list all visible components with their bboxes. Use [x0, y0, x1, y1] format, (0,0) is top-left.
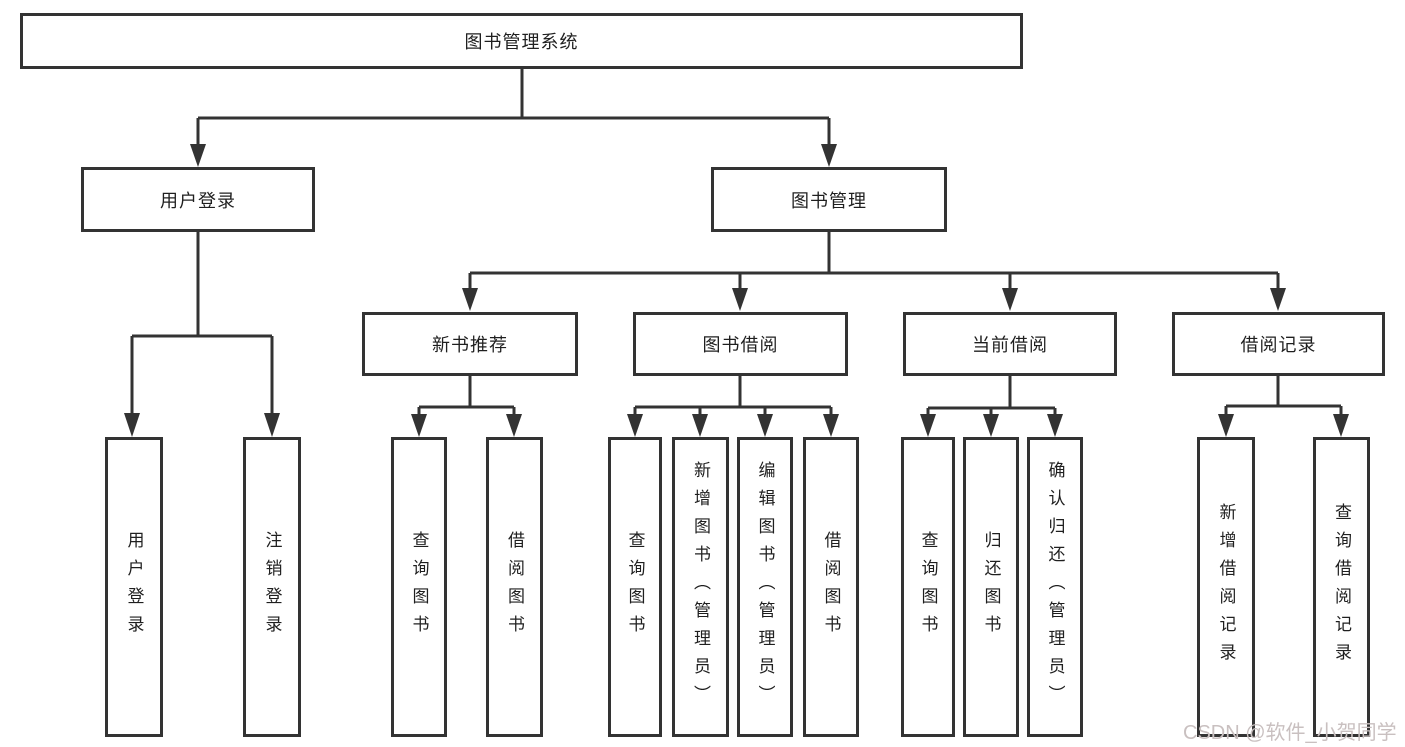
node-label: 图书借阅	[702, 335, 779, 355]
arrow-down-icon	[1270, 288, 1286, 311]
arrow-down-icon	[1218, 414, 1234, 437]
node-label: 用户登录	[160, 190, 236, 211]
connector-new-book-recommendation-children	[411, 376, 522, 437]
arrow-down-icon	[823, 414, 839, 437]
arrow-down-icon	[627, 414, 643, 437]
leaf-user-login: 用户登录	[105, 437, 163, 737]
node-label: 查询图书	[409, 531, 429, 643]
node-label: 确认归还（管理员）	[1045, 461, 1065, 713]
leaf-borrow-books-recommendation: 借阅图书	[486, 437, 543, 737]
arrow-down-icon	[506, 414, 522, 437]
leaf-add-books-admin: 新增图书（管理员）	[672, 437, 729, 737]
arrow-down-icon	[1333, 414, 1349, 437]
node-label: 借阅记录	[1240, 335, 1317, 355]
connector-current-borrowing-children	[920, 376, 1063, 437]
node-label: 借阅图书	[505, 531, 524, 643]
csdn-watermark: CSDN @软件_小贺同学	[1183, 722, 1397, 744]
arrow-down-icon	[1002, 288, 1018, 311]
connector-borrowing-records-children	[1218, 376, 1349, 437]
node-label: 用户登录	[124, 531, 144, 643]
node-label: 新增图书（管理员）	[691, 461, 710, 713]
node-label: 查询图书	[625, 531, 645, 643]
arrow-down-icon	[264, 413, 280, 437]
arrow-down-icon	[692, 414, 708, 437]
node-book-borrowing: 图书借阅	[633, 312, 848, 376]
node-label: 新增借阅记录	[1216, 503, 1236, 671]
node-label: 新书推荐	[432, 335, 508, 355]
node-label: 编辑图书（管理员）	[755, 461, 775, 713]
node-current-borrowing: 当前借阅	[903, 312, 1117, 376]
leaf-search-books-recommendation: 查询图书	[391, 437, 447, 737]
leaf-search-books-current: 查询图书	[901, 437, 955, 737]
arrow-down-icon	[821, 144, 837, 167]
leaf-edit-books-admin: 编辑图书（管理员）	[737, 437, 793, 737]
node-label: 借阅图书	[821, 531, 841, 643]
leaf-logout: 注销登录	[243, 437, 301, 737]
arrow-down-icon	[983, 414, 999, 437]
node-label: 图书管理系统	[464, 32, 579, 52]
arrow-down-icon	[757, 414, 773, 437]
node-label: 查询图书	[918, 531, 938, 643]
connector-book-borrowing-children	[627, 376, 839, 437]
node-label: 图书管理	[791, 190, 867, 211]
node-label: 注销登录	[262, 531, 282, 643]
node-label: 归还图书	[981, 531, 1001, 643]
arrow-down-icon	[411, 414, 427, 437]
leaf-confirm-return-admin: 确认归还（管理员）	[1027, 437, 1083, 737]
leaf-borrow-books-borrowing: 借阅图书	[803, 437, 859, 737]
leaf-return-books: 归还图书	[963, 437, 1019, 737]
arrow-down-icon	[124, 413, 140, 437]
connector-user-login-children	[124, 232, 280, 437]
node-label: 查询借阅记录	[1332, 503, 1351, 671]
node-label: 当前借阅	[972, 335, 1048, 355]
connector-book-management-children	[462, 232, 1286, 311]
arrow-down-icon	[190, 144, 206, 167]
arrow-down-icon	[1047, 414, 1063, 437]
connector-root-to-level1	[190, 69, 837, 167]
node-book-management: 图书管理	[711, 167, 947, 232]
leaf-search-books-borrowing: 查询图书	[608, 437, 662, 737]
arrow-down-icon	[732, 288, 748, 311]
leaf-search-borrow-record: 查询借阅记录	[1313, 437, 1370, 737]
arrow-down-icon	[920, 414, 936, 437]
node-borrowing-records: 借阅记录	[1172, 312, 1385, 376]
arrow-down-icon	[462, 288, 478, 311]
node-library-management-system: 图书管理系统	[20, 13, 1023, 69]
node-user-login: 用户登录	[81, 167, 315, 232]
node-new-book-recommendation: 新书推荐	[362, 312, 578, 376]
leaf-add-borrow-record: 新增借阅记录	[1197, 437, 1255, 737]
